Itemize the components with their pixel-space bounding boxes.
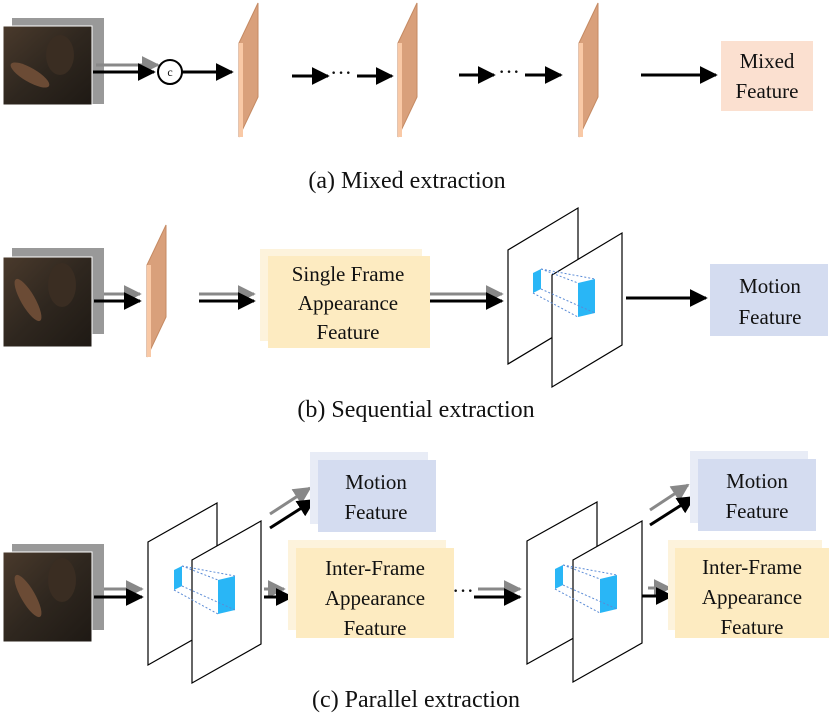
motion-feature-box-2: Motion Feature — [690, 451, 816, 531]
conv-block — [238, 2, 259, 138]
motion-feature-box: Motion Feature — [710, 264, 828, 336]
frame-pair-conv — [147, 501, 262, 685]
input-frame-stack-a — [2, 18, 104, 106]
single-frame-appearance-box: Single Frame Appearance Feature — [260, 249, 430, 348]
appearance-line2: Appearance — [325, 586, 425, 610]
black-arrow — [269, 498, 316, 530]
caption-b: (b) Sequential extraction — [297, 397, 534, 423]
appearance-line3: Feature — [344, 616, 407, 640]
motion-line1: Motion — [739, 274, 801, 298]
caption-c: (c) Parallel extraction — [312, 687, 520, 713]
appearance-line1: Inter-Frame — [702, 555, 802, 579]
appearance-line2: Appearance — [298, 291, 398, 315]
mixed-feature-line2: Feature — [736, 79, 799, 103]
panel-a: c ··· ··· Mixed Feature (a) — [2, 2, 813, 194]
gray-arrow — [649, 483, 690, 512]
inter-frame-appearance-box-1: Inter-Frame Appearance Feature — [288, 540, 454, 640]
concat-symbol: c — [167, 65, 172, 79]
motion-line2: Feature — [726, 499, 789, 523]
motion-line1: Motion — [726, 469, 788, 493]
appearance-line3: Feature — [317, 320, 380, 344]
ellipsis: ··· — [452, 578, 474, 603]
input-frame-stack-c — [2, 544, 104, 643]
concat-node: c — [157, 59, 183, 85]
mixed-feature-box: Mixed Feature — [721, 41, 813, 111]
gray-arrow — [269, 486, 312, 516]
motion-line1: Motion — [345, 470, 407, 494]
appearance-line1: Inter-Frame — [325, 556, 425, 580]
appearance-line2: Appearance — [702, 585, 802, 609]
conv-block — [397, 2, 418, 138]
motion-line2: Feature — [739, 305, 802, 329]
black-arrow — [649, 495, 696, 527]
motion-feature-box-1: Motion Feature — [310, 452, 436, 532]
ellipsis: ··· — [330, 60, 352, 85]
frame-pair-conv — [507, 206, 623, 389]
input-frame-stack-b — [2, 248, 104, 348]
mixed-feature-line1: Mixed — [740, 49, 795, 73]
appearance-line3: Feature — [721, 615, 784, 639]
panel-c: Motion Feature Inter-Frame Appearance Fe… — [2, 451, 829, 713]
appearance-line1: Single Frame — [292, 262, 405, 286]
conv-block — [578, 2, 599, 138]
ellipsis: ··· — [498, 59, 520, 84]
caption-a: (a) Mixed extraction — [308, 168, 505, 194]
frame-pair-conv — [526, 500, 643, 684]
motion-line2: Feature — [345, 500, 408, 524]
inter-frame-appearance-box-2: Inter-Frame Appearance Feature — [668, 540, 829, 639]
conv-block — [146, 224, 167, 358]
panel-b: Single Frame Appearance Feature Motion F… — [2, 206, 828, 423]
